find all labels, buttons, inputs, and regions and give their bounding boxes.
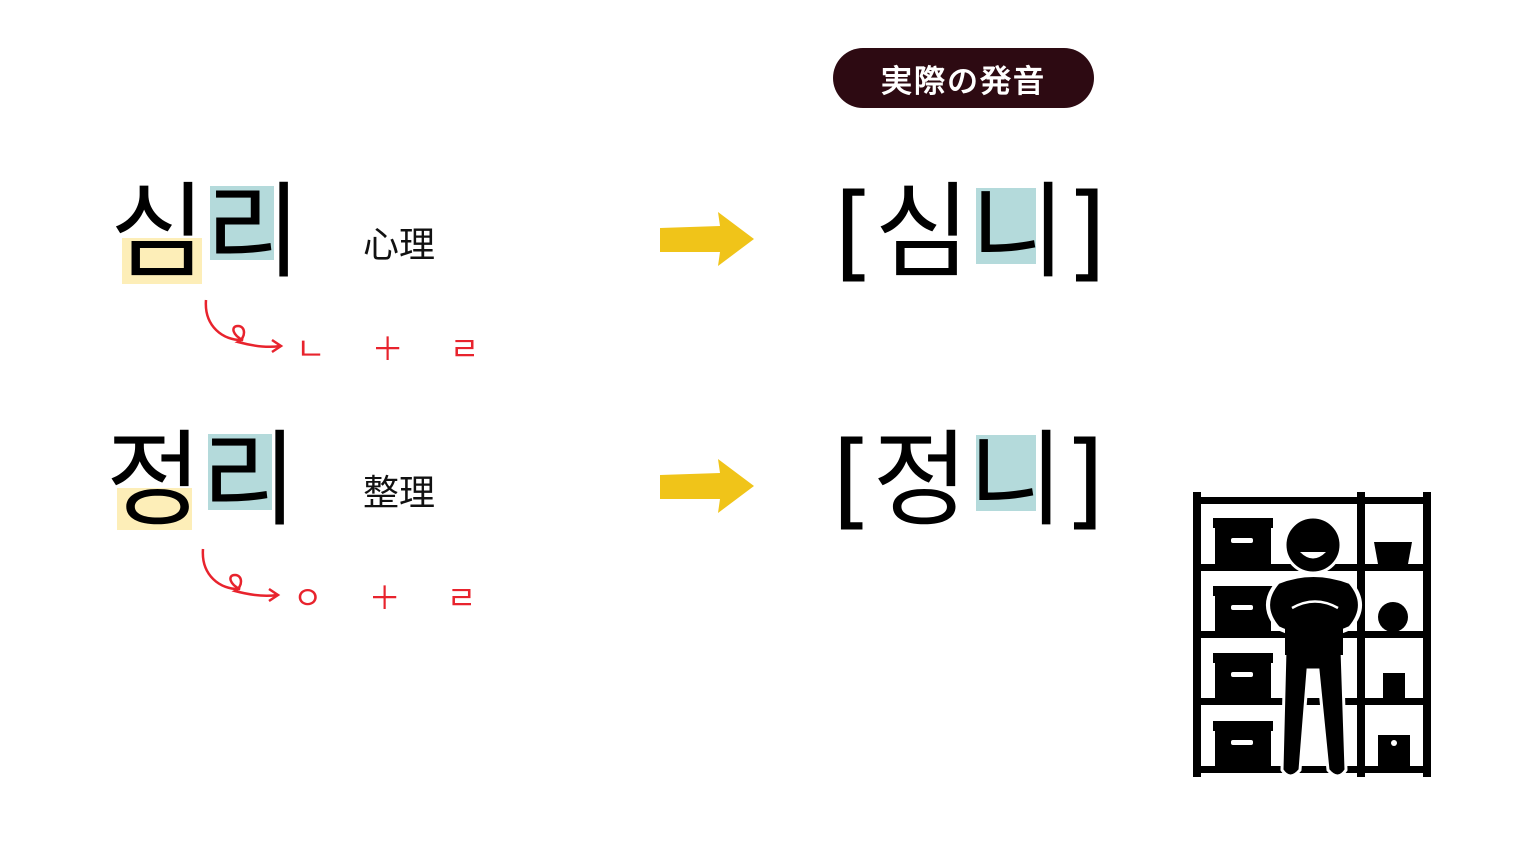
kanji-word: 心理: [363, 225, 436, 266]
korean-word: 심리: [110, 171, 302, 293]
pronunciation-highlight: [976, 188, 1036, 264]
pronunciation: [정니]: [832, 419, 1105, 541]
yellow-arrow-icon: [660, 459, 754, 513]
consonant-breakdown: ㄴ ＋ ㄹ: [296, 330, 498, 368]
final-consonant-highlight: [117, 488, 192, 530]
kanji-word: 整理: [363, 473, 436, 514]
yellow-arrow-icon: [660, 212, 754, 266]
final-consonant-highlight: [122, 238, 202, 284]
curly-arrow-icon: [204, 299, 284, 354]
pronunciation-highlight: [976, 435, 1036, 511]
korean-word: 정리: [106, 419, 298, 541]
curly-arrow-icon: [201, 548, 281, 603]
pronunciation: [심니]: [834, 171, 1107, 293]
person-organizing-shelf-icon: [1193, 492, 1431, 778]
consonant-breakdown: ㅇ ＋ ㄹ: [293, 579, 495, 617]
initial-consonant-highlight: [210, 186, 274, 260]
initial-consonant-highlight: [208, 434, 272, 510]
actual-pronunciation-badge: 実際の発音: [833, 48, 1094, 108]
